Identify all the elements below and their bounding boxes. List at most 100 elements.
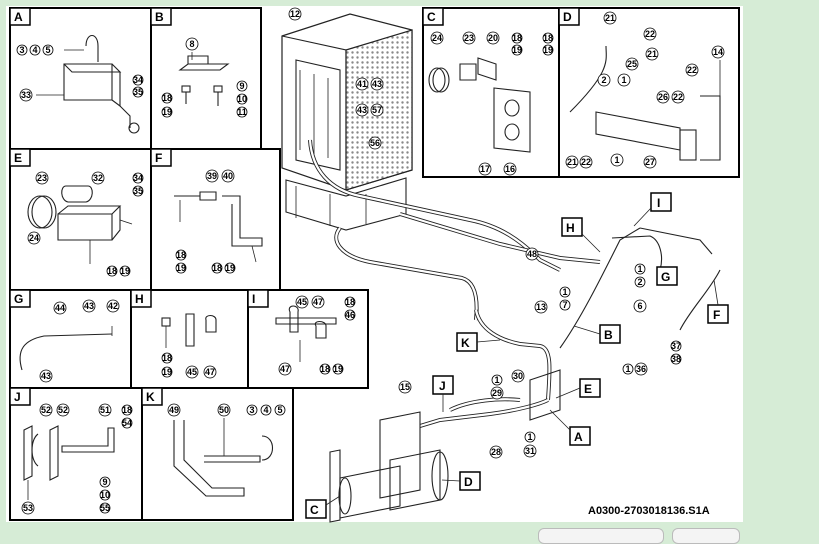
panel-F-label-19a: 19 [175,262,187,274]
panel-K-label-49: 49 [167,403,181,417]
panel-B-label-19: 19 [161,106,173,118]
lower-pipes [329,369,561,523]
svg-text:44: 44 [55,303,65,313]
main-label-7: 7 [559,299,571,311]
svg-text:7: 7 [562,300,567,310]
svg-text:B: B [155,10,164,24]
svg-text:32: 32 [93,173,103,183]
svg-text:38: 38 [671,354,681,364]
panel-A-label-3: 3 [16,44,28,56]
svg-text:9: 9 [102,477,107,487]
detail-panel-G: G 44 43 42 43 [9,289,132,389]
svg-text:55: 55 [100,503,110,513]
svg-text:41: 41 [357,79,367,89]
svg-text:11: 11 [237,107,247,117]
main-label-1a: 1 [559,286,571,298]
svg-text:G: G [661,270,670,284]
bottom-toolbar-left[interactable] [538,528,664,544]
panel-D-label-25: 25 [625,57,639,71]
panel-D-label-26: 26 [656,90,670,104]
panel-C-label-17: 17 [478,162,492,176]
svg-text:27: 27 [645,157,655,167]
svg-text:43: 43 [84,301,94,311]
svg-text:19: 19 [333,364,343,374]
panel-B-label-18: 18 [161,92,173,104]
panel-F-label-39: 39 [205,169,219,183]
callout-E: E [555,378,601,399]
svg-text:A: A [574,430,583,444]
panel-C-label-16: 16 [503,162,517,176]
svg-text:16: 16 [505,164,515,174]
main-label-57: 57 [370,103,384,117]
panel-E-label-34: 34 [132,172,144,184]
main-label-1e: 1 [524,431,536,443]
panel-C-label-19b: 19 [542,44,554,56]
panel-F-label-18a: 18 [175,249,187,261]
svg-text:21: 21 [605,13,615,23]
callout-I: I [633,192,672,227]
panel-K-label-5: 5 [274,404,286,416]
panel-I-label-45: 45 [295,295,309,309]
svg-text:20: 20 [488,33,498,43]
svg-text:1: 1 [637,264,642,274]
svg-text:33: 33 [21,90,31,100]
panel-D-label-14: 14 [711,45,725,59]
svg-text:10: 10 [100,490,110,500]
panel-D-label-22d: 22 [579,155,593,169]
svg-text:43: 43 [41,371,51,381]
svg-text:46: 46 [345,310,355,320]
bottom-toolbar-right[interactable] [672,528,740,544]
panel-K-label-50: 50 [217,403,231,417]
panel-B-label-10: 10 [236,93,248,105]
panel-B-label-8: 8 [185,37,199,51]
svg-text:1: 1 [562,287,567,297]
panel-J-label-53: 53 [21,501,35,515]
panel-G-label-43a: 43 [82,299,96,313]
panel-D-label-21a: 21 [603,11,617,25]
svg-text:17: 17 [480,164,490,174]
panel-D-label-21b: 21 [645,47,659,61]
svg-text:6: 6 [637,301,642,311]
panel-I-label-19: 19 [332,363,344,375]
panel-E-label-19: 19 [119,265,131,277]
panel-J-label-52a: 52 [39,403,53,417]
panel-A-label-33: 33 [19,88,33,102]
svg-text:30: 30 [513,371,523,381]
svg-text:18: 18 [176,250,186,260]
svg-text:18: 18 [122,405,132,415]
svg-text:1: 1 [625,364,630,374]
svg-text:35: 35 [133,87,143,97]
detail-panel-D: D 21 22 25 21 22 14 2 1 26 22 21 22 1 27 [558,7,740,178]
detail-panel-K: K 49 50 3 4 5 [141,387,294,521]
svg-text:53: 53 [23,503,33,513]
main-label-38: 38 [670,353,682,365]
panel-D-label-27: 27 [643,155,657,169]
panel-D-label-22a: 22 [643,27,657,41]
svg-text:23: 23 [464,33,474,43]
svg-text:1: 1 [527,432,532,442]
svg-text:48: 48 [527,249,537,259]
svg-text:18: 18 [345,297,355,307]
panel-D-label-22b: 22 [685,63,699,77]
svg-text:29: 29 [492,388,502,398]
svg-text:54: 54 [122,418,132,428]
svg-text:19: 19 [162,367,172,377]
svg-text:K: K [461,336,470,350]
panel-E-label-32: 32 [91,171,105,185]
panel-H-label-45: 45 [185,365,199,379]
svg-text:18: 18 [212,263,222,273]
svg-text:19: 19 [162,107,172,117]
main-label-43a: 43 [370,77,384,91]
figure-reference-code: A0300-2703018136.S1A [588,505,710,517]
detail-panel-E: E 23 32 34 35 24 18 19 [9,148,152,291]
svg-text:47: 47 [205,367,215,377]
panel-C-label-20: 20 [486,31,500,45]
main-assembly: 12 41 43 43 57 56 48 13 1 7 6 1 2 37 38 … [281,7,729,523]
svg-text:8: 8 [189,39,194,49]
callout-G: G [656,266,678,286]
svg-text:19: 19 [225,263,235,273]
panel-H-label-18: 18 [161,352,173,364]
panel-A-label-34: 34 [132,74,144,86]
svg-text:31: 31 [525,446,535,456]
panel-E-label-24: 24 [27,231,41,245]
